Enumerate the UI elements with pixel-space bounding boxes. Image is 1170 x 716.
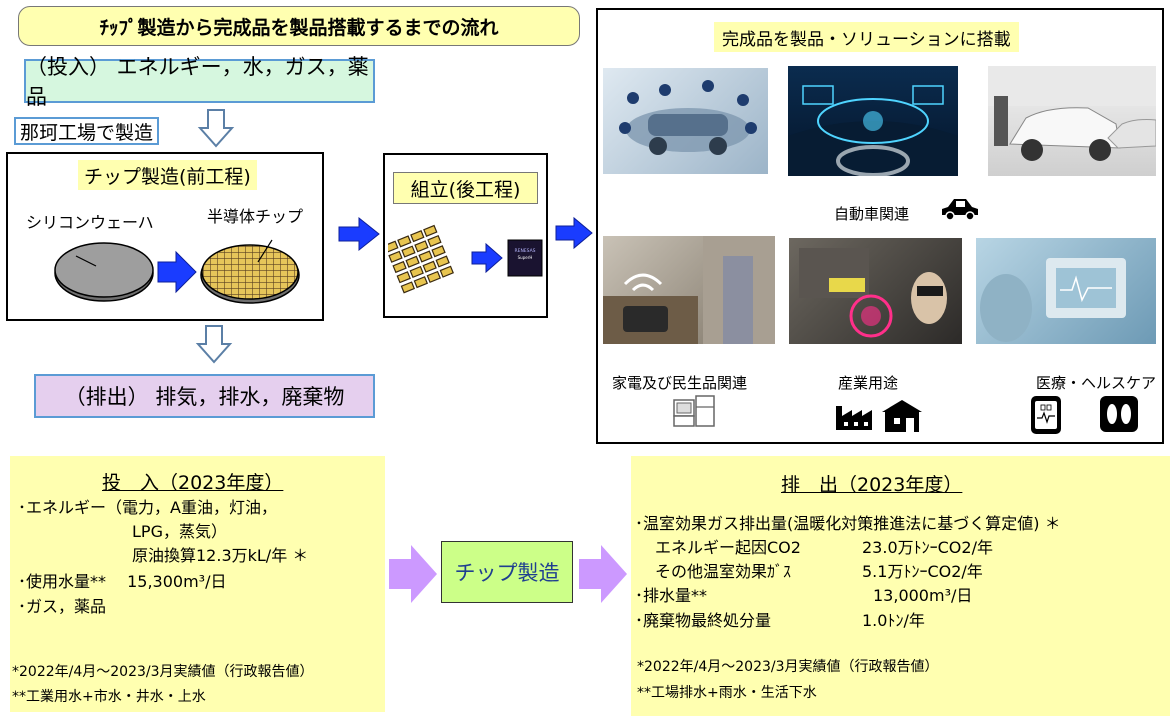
heart-monitor-icon: [1031, 396, 1061, 434]
car-electronics-photo: [603, 68, 768, 174]
chip-model-text: SuperH: [518, 255, 533, 260]
output-flow-box: （排出） 排気，排水，廃棄物: [34, 374, 375, 418]
right-arrow-icon: [555, 216, 593, 250]
down-arrow-icon: [195, 325, 233, 364]
output-panel-title: 排 出（2023年度）: [781, 474, 963, 496]
down-arrow-icon: [197, 109, 235, 148]
front-process-title: チップ製造(前工程): [78, 160, 257, 190]
input-line: ･使用水量** 15,300m³/日: [18, 572, 227, 591]
input-line: ･エネルギー（電力，A重油，灯油，: [18, 498, 277, 517]
industrial-label: 産業用途: [838, 374, 899, 392]
back-process-title: 組立(後工程): [393, 172, 538, 204]
chip-assembly-illustration: RENESAS SuperH: [388, 224, 543, 294]
chip-brand-text: RENESAS: [514, 248, 535, 254]
input-line: LPG，蒸気）: [132, 522, 227, 541]
plant-label: 那珂工場で製造: [14, 117, 160, 145]
output-line: 5.1万ﾄﾝｰCO2/年: [862, 562, 983, 581]
footprints-scale-icon: [1100, 396, 1138, 432]
ev-charging-photo: [988, 66, 1156, 176]
right-arrow-icon: [338, 216, 380, 252]
diagram-title: ﾁｯﾌﾟ製造から完成品を製品搭載するまでの流れ: [18, 6, 580, 46]
medical-healthcare-label: 医療・ヘルスケア: [1036, 374, 1157, 392]
output-line: ･廃棄物最終処分量: [635, 611, 772, 630]
input-flow-box: （投入） エネルギー，水，ガス，薬品: [24, 55, 375, 109]
output-note: **工場排水+雨水・生活下水: [637, 685, 817, 701]
output-line: 13,000m³/日: [873, 586, 973, 605]
output-line: 23.0万ﾄﾝｰCO2/年: [862, 538, 993, 557]
output-note: *2022年/4月～2023/3月実績値（行政報告値）: [637, 659, 939, 675]
output-line: ･排水量**: [635, 586, 708, 605]
smart-home-photo: [603, 236, 775, 344]
appliances-icon: [673, 395, 715, 427]
violet-arrow-icon: [579, 545, 627, 603]
input-line: ･ガス，薬品: [18, 597, 107, 616]
automotive-label: 自動車関連: [834, 205, 910, 223]
medical-photo: [976, 238, 1156, 344]
car-cockpit-photo: [788, 66, 958, 176]
output-line: その他温室効果ｶﾞｽ: [655, 562, 792, 581]
output-line: 1.0ﾄﾝ/年: [862, 611, 925, 630]
wafer-illustration: [54, 239, 300, 304]
output-line: エネルギー起因CO2: [655, 538, 801, 557]
input-note: **工業用水+市水・井水・上水: [12, 689, 206, 705]
car-icon: [942, 199, 978, 221]
input-note: *2022年/4月～2023/3月実績値（行政報告値）: [12, 664, 314, 680]
consumer-electronics-label: 家電及び民生品関連: [612, 374, 748, 392]
semiconductor-chip-label: 半導体チップ: [207, 207, 304, 226]
output-panel: 排 出（2023年度） ･温室効果ガス排出量(温暖化対策推進法に基づく算定値) …: [631, 456, 1170, 716]
input-panel-title: 投 入（2023年度）: [102, 472, 284, 494]
output-line: ･温室効果ガス排出量(温暖化対策推進法に基づく算定値) ＊: [635, 514, 1061, 533]
factory-icon: [836, 406, 872, 430]
industrial-vr-photo: [789, 238, 962, 344]
products-title: 完成品を製品・ソリューションに搭載: [714, 22, 1019, 52]
silicon-wafer-label: シリコンウェーハ: [26, 213, 154, 232]
house-icon: [882, 400, 922, 432]
input-line: 原油換算12.3万kL/年 ＊: [132, 546, 309, 565]
violet-arrow-icon: [389, 545, 437, 603]
input-panel: 投 入（2023年度） ･エネルギー（電力，A重油，灯油， LPG，蒸気） 原油…: [10, 456, 385, 712]
chip-manufacturing-box: チップ製造: [441, 541, 573, 603]
